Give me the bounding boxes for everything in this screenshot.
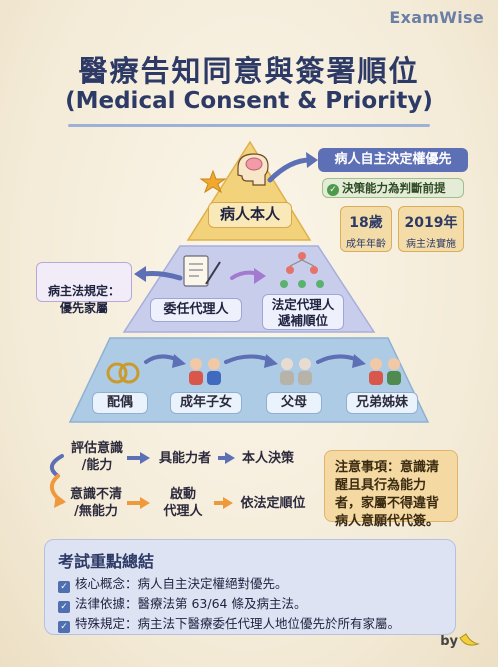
parents-icon	[280, 358, 312, 385]
page-title: 醫療告知同意與簽署順位	[78, 54, 420, 88]
left-note: 病主法規定： 優先家屬	[36, 262, 132, 315]
brain-head-icon	[237, 153, 269, 186]
summary-line: ✓核心概念：病人自主決定權絕對優先。	[58, 573, 288, 593]
summary-panel	[44, 539, 456, 635]
legal-agent-line1: 法定代理人	[271, 297, 335, 312]
check-icon: ✓	[58, 621, 70, 633]
adult-children-icon	[189, 358, 221, 385]
flow-capable-label: 具能力者	[158, 451, 211, 466]
patient-self-label: 病人本人	[208, 202, 292, 228]
rings-icon	[106, 362, 140, 384]
flow-assess-line1: 評估意識	[70, 441, 123, 456]
title-underline	[68, 124, 430, 127]
bottom-item-siblings: 兄弟姊妹	[346, 392, 418, 414]
by-label: by	[440, 634, 458, 649]
star-icon	[199, 169, 227, 194]
check-icon: ✓	[327, 184, 339, 196]
page-subtitle: (Medical Consent & Priority)	[65, 88, 433, 114]
flow-assess-label: 評估意識 /能力	[66, 440, 128, 474]
flow-legal-order-label: 依法定順位	[240, 496, 306, 511]
siblings-icon	[369, 358, 401, 385]
pyramid-bottom-tier	[68, 337, 430, 423]
age-caption: 成年年齡	[346, 239, 386, 250]
age-value: 18歲	[349, 215, 383, 231]
age-box: 18歲 成年年齡	[340, 206, 392, 252]
summary-line: ✓特殊規定：病主法下醫療委任代理人地位優先於所有家屬。	[58, 613, 400, 633]
check-icon: ✓	[58, 601, 70, 613]
law-year-value: 2019年	[404, 215, 458, 231]
check-icon: ✓	[58, 581, 70, 593]
legal-agent-label: 法定代理人 遞補順位	[262, 294, 344, 330]
banana-icon	[459, 633, 480, 646]
law-year-box: 2019年 病主法實施	[398, 206, 464, 252]
summary-line: ✓法律依據：醫療法第 63/64 條及病主法。	[58, 593, 306, 613]
people-network-icon	[280, 252, 324, 288]
bottom-item-spouse: 配偶	[92, 392, 148, 414]
notice-box: 注意事項：意識清醒且具行為能力者，家屬不得違背病人意願代代簽。	[324, 450, 458, 529]
brand-logo: ExamWise	[389, 8, 484, 27]
arrow-to-left-note	[141, 271, 183, 281]
flow-unconscious-line2: /無能力	[74, 504, 118, 519]
flow-unconscious-label: 意識不清 /無能力	[64, 486, 128, 520]
legal-agent-line2: 遞補順位	[277, 313, 328, 328]
flow-branch-arrow-up	[50, 454, 64, 478]
law-year-caption: 病主法實施	[406, 239, 456, 250]
bottom-item-parents: 父母	[266, 392, 322, 414]
bottom-item-adult-children: 成年子女	[170, 392, 242, 414]
appointed-agent-label: 委任代理人	[150, 298, 242, 322]
flow-activate-agent-label: 啟動 代理人	[154, 486, 212, 520]
arrow-to-callout	[267, 157, 313, 183]
contract-icon	[183, 255, 221, 287]
flow-unconscious-line1: 意識不清	[69, 487, 122, 502]
callout-autonomy: 病人自主決定權優先	[318, 148, 468, 172]
flow-assess-line2: /能力	[81, 458, 113, 473]
flow-activate-line1: 啟動	[169, 487, 196, 502]
summary-title: 考試重點總結	[58, 552, 155, 571]
check-note: ✓決策能力為判斷前提	[322, 178, 464, 198]
flow-activate-line2: 代理人	[163, 504, 203, 519]
flow-self-decision-label: 本人決策	[241, 451, 294, 466]
